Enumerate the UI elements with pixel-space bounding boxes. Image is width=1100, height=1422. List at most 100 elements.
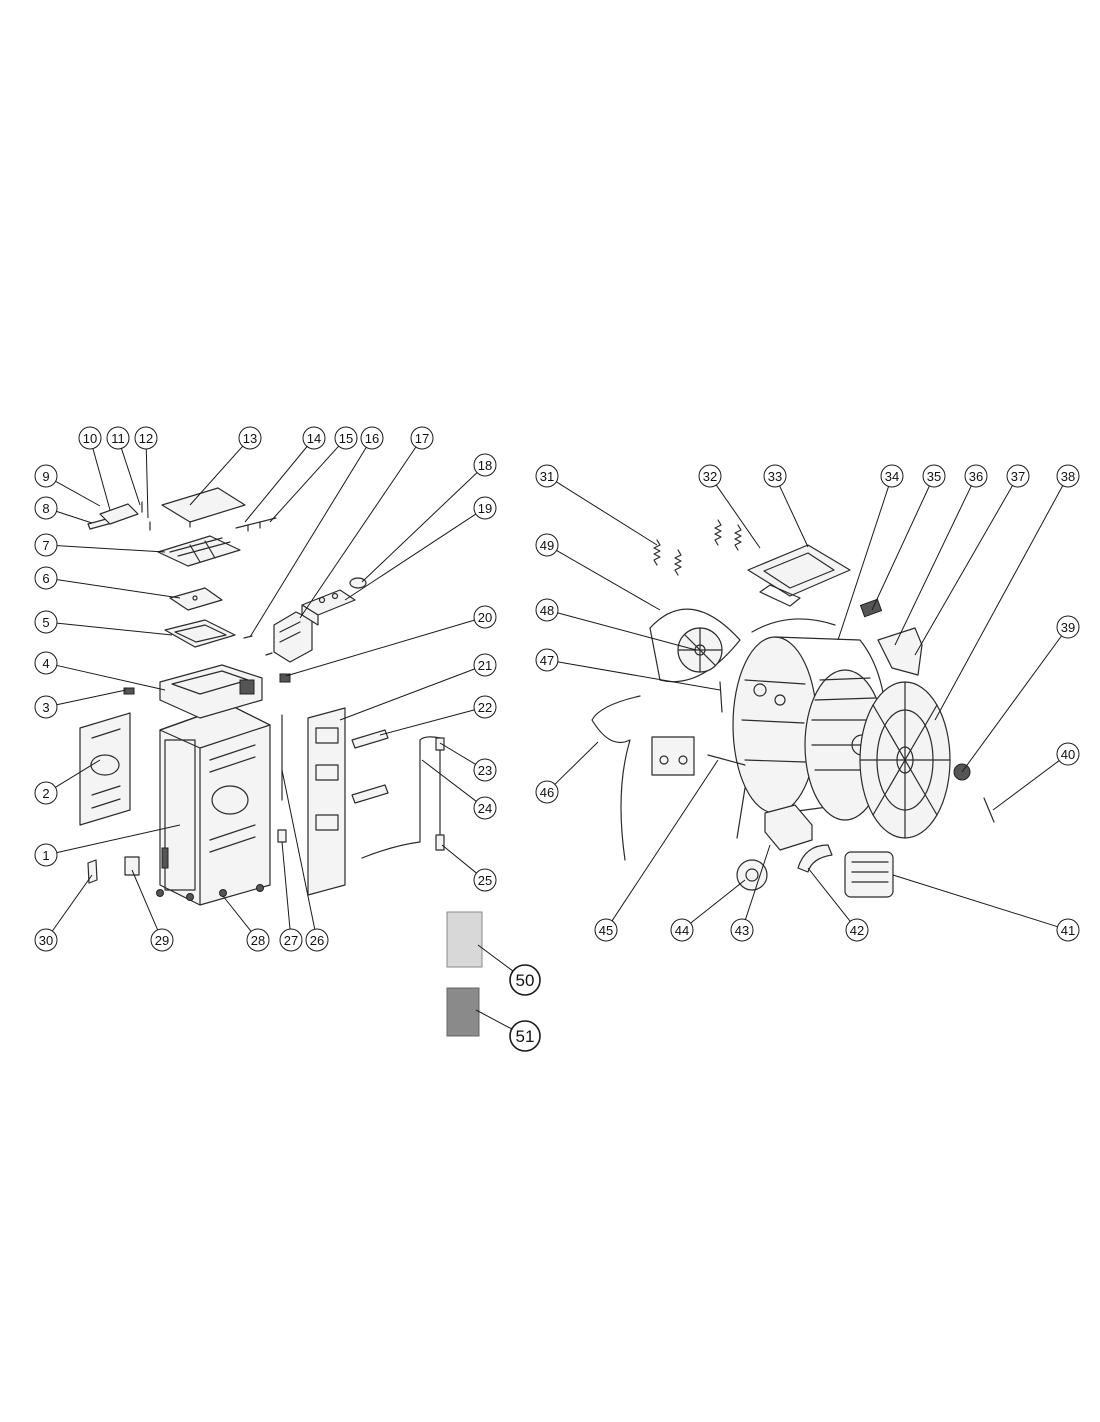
tub-top-frame: [747, 544, 851, 607]
tub-dispenser: [877, 627, 923, 676]
callout-2: 2: [34, 759, 101, 805]
callout-circle-37: [1006, 464, 1030, 488]
callout-number-18: 18: [478, 458, 492, 473]
leader-line-39: [961, 635, 1062, 773]
callout-circle-16: [360, 426, 384, 450]
top-lid: [161, 487, 246, 528]
leader-line-47: [557, 661, 721, 691]
leader-line-36: [894, 485, 972, 646]
callout-number-41: 41: [1061, 923, 1075, 938]
callout-20: 20: [285, 605, 497, 677]
leader-line-34: [837, 486, 890, 641]
callout-number-15: 15: [339, 431, 353, 446]
callout-32: 32: [698, 464, 761, 549]
shock-absorber: [707, 754, 746, 839]
callout-circle-34: [880, 464, 904, 488]
top-frame: [159, 664, 263, 719]
callout-36: 36: [894, 464, 988, 646]
leader-line-30: [51, 874, 93, 932]
callout-21: 21: [339, 653, 497, 721]
callout-17: 17: [299, 426, 434, 619]
callout-circle-20: [473, 605, 497, 629]
leader-line-18: [361, 472, 478, 583]
callout-13: 13: [189, 426, 262, 506]
callout-number-50: 50: [516, 971, 535, 990]
callout-10: 10: [78, 426, 111, 511]
callout-circle-45: [594, 918, 618, 942]
callout-circle-27: [279, 928, 303, 952]
callout-circle-35: [922, 464, 946, 488]
callout-16: 16: [249, 426, 384, 638]
callout-circle-48: [535, 598, 559, 622]
callout-14: 14: [244, 426, 326, 523]
callout-3: 3: [34, 689, 127, 719]
leader-line-1: [56, 824, 181, 854]
callout-30: 30: [34, 874, 93, 952]
callout-circle-33: [763, 464, 787, 488]
callout-27: 27: [279, 841, 303, 952]
callout-number-40: 40: [1061, 747, 1075, 762]
callout-circle-5: [34, 610, 58, 634]
bracket-small: [124, 856, 140, 876]
callout-circle-13: [238, 426, 262, 450]
board-photo: [446, 987, 480, 1037]
leader-line-14: [244, 446, 308, 523]
callout-43: 43: [730, 844, 771, 942]
leader-line-43: [744, 844, 771, 920]
leader-line-6: [56, 579, 181, 599]
callout-47: 47: [535, 648, 721, 691]
front-panel: [307, 707, 346, 896]
cover-plate: [169, 587, 223, 611]
callout-number-17: 17: [415, 431, 429, 446]
callout-circle-30: [34, 928, 58, 952]
callout-circle-41: [1056, 918, 1080, 942]
switch-part: [279, 673, 291, 683]
leader-line-17: [299, 446, 417, 619]
callout-number-9: 9: [42, 469, 49, 484]
leader-line-51: [475, 1009, 512, 1030]
leader-line-7: [56, 545, 166, 553]
callout-18: 18: [361, 453, 497, 583]
callout-circle-40: [1056, 742, 1080, 766]
callout-51: 51: [475, 1009, 541, 1052]
callout-circle-19: [473, 496, 497, 520]
small-block: [277, 829, 287, 843]
leader-line-41: [892, 874, 1058, 928]
leader-line-3: [56, 689, 127, 706]
callout-number-2: 2: [42, 786, 49, 801]
callout-48: 48: [535, 598, 697, 651]
knob: [349, 577, 367, 589]
leader-line-28: [222, 895, 252, 932]
callout-31: 31: [535, 464, 658, 546]
leader-line-44: [690, 879, 746, 924]
callout-number-4: 4: [42, 656, 49, 671]
callout-40: 40: [992, 742, 1080, 811]
callout-circle-31: [535, 464, 559, 488]
callout-number-21: 21: [478, 658, 492, 673]
callout-circle-44: [670, 918, 694, 942]
drain-hose: [797, 844, 833, 873]
leader-line-5: [56, 622, 173, 636]
leader-line-24: [421, 759, 477, 802]
callout-circle-36: [964, 464, 988, 488]
springs: [653, 519, 742, 576]
callout-circle-22: [473, 695, 497, 719]
callout-46: 46: [535, 741, 599, 804]
callout-28: 28: [222, 895, 270, 952]
callout-number-8: 8: [42, 501, 49, 516]
callout-circle-8: [34, 496, 58, 520]
callout-4: 4: [34, 651, 166, 691]
pin-tub: [719, 681, 723, 713]
callout-number-11: 11: [111, 431, 125, 446]
callout-number-23: 23: [478, 763, 492, 778]
counterweight: [651, 736, 695, 776]
callout-circle-38: [1056, 464, 1080, 488]
inlet-hose: [591, 695, 641, 861]
callout-number-39: 39: [1061, 620, 1075, 635]
callout-9: 9: [34, 464, 101, 507]
tub-rim: [751, 618, 836, 633]
callout-number-13: 13: [243, 431, 257, 446]
callout-50: 50: [477, 944, 541, 996]
callout-49: 49: [535, 533, 661, 611]
